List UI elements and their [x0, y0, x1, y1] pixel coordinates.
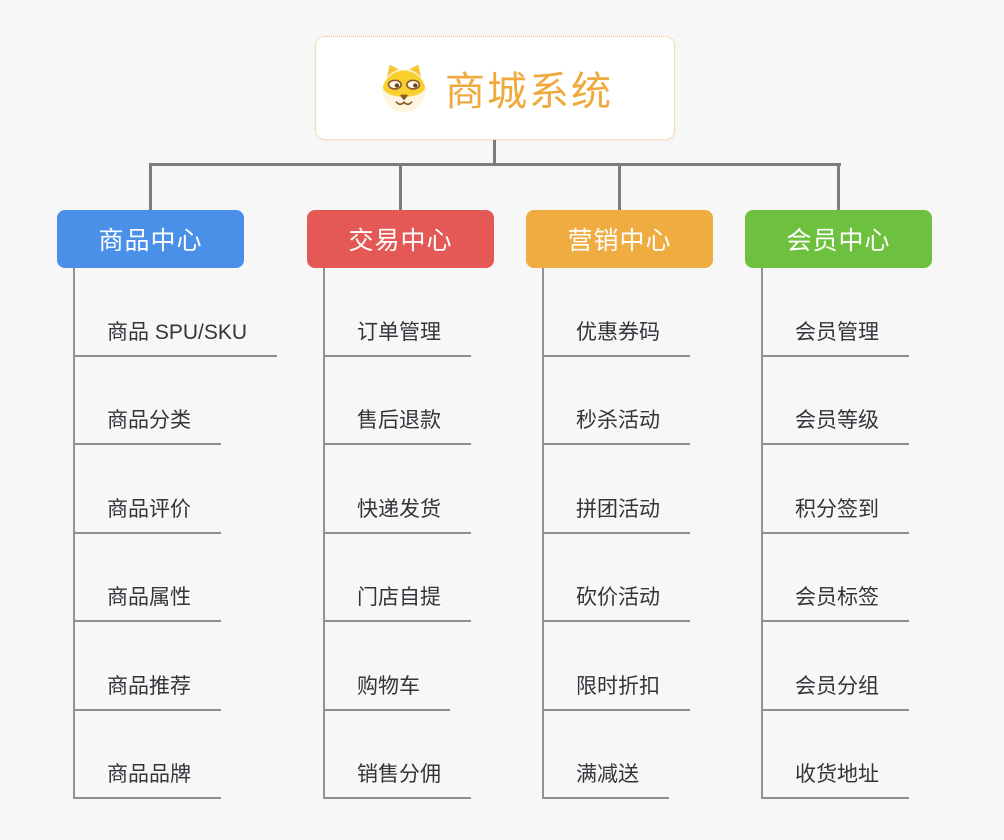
connector-branch-drop	[149, 163, 152, 211]
sub-topic-row: 快递发货	[323, 445, 494, 534]
sub-topic-node[interactable]: 售后退款	[323, 404, 471, 445]
branch-column: 营销中心优惠券码秒杀活动拼团活动砍价活动限时折扣满减送	[526, 210, 713, 799]
sub-topic-row: 满减送	[542, 711, 713, 799]
connector-branch-drop	[399, 163, 402, 211]
branch-node[interactable]: 营销中心	[526, 210, 713, 268]
connector-branch-drop	[618, 163, 621, 211]
sub-topic-row: 会员管理	[761, 268, 932, 357]
sub-topic-node[interactable]: 订单管理	[323, 316, 471, 357]
branch-children: 会员管理会员等级积分签到会员标签会员分组收货地址	[761, 268, 932, 799]
sub-topic-node[interactable]: 拼团活动	[542, 493, 690, 534]
sub-topic-node[interactable]: 砍价活动	[542, 581, 690, 622]
connector-horizontal-bar	[149, 163, 841, 166]
sub-topic-node[interactable]: 限时折扣	[542, 670, 690, 711]
sub-topic-node[interactable]: 会员等级	[761, 404, 909, 445]
connector-root-stem	[493, 140, 496, 166]
sub-topic-node[interactable]: 商品品牌	[73, 758, 221, 799]
connector-branch-drop	[837, 163, 840, 211]
root-label: 商城系统	[445, 70, 613, 114]
branch-column: 交易中心订单管理售后退款快递发货门店自提购物车销售分佣	[307, 210, 494, 799]
sub-topic-node[interactable]: 商品评价	[73, 493, 221, 534]
sub-topic-node[interactable]: 销售分佣	[323, 758, 471, 799]
sub-topic-row: 拼团活动	[542, 445, 713, 534]
sub-topic-row: 积分签到	[761, 445, 932, 534]
sub-topic-row: 会员分组	[761, 622, 932, 711]
branch-trunk-line	[323, 268, 325, 799]
sub-topic-node[interactable]: 优惠券码	[542, 316, 690, 357]
sub-topic-row: 商品分类	[73, 357, 244, 445]
sub-topic-row: 限时折扣	[542, 622, 713, 711]
sub-topic-row: 会员标签	[761, 534, 932, 622]
branch-trunk-line	[73, 268, 75, 799]
sub-topic-node[interactable]: 积分签到	[761, 493, 909, 534]
sub-topic-row: 订单管理	[323, 268, 494, 357]
sub-topic-row: 售后退款	[323, 357, 494, 445]
sub-topic-row: 商品 SPU/SKU	[73, 268, 278, 357]
branch-trunk-line	[761, 268, 763, 799]
sub-topic-node[interactable]: 商品推荐	[73, 670, 221, 711]
sub-topic-row: 商品评价	[73, 445, 244, 534]
sub-topic-row: 商品品牌	[73, 711, 244, 799]
sub-topic-node[interactable]: 会员标签	[761, 581, 909, 622]
sub-topic-row: 收货地址	[761, 711, 932, 799]
branch-trunk-line	[542, 268, 544, 799]
sub-topic-row: 砍价活动	[542, 534, 713, 622]
sub-topic-node[interactable]: 快递发货	[323, 493, 471, 534]
sub-topic-node[interactable]: 会员管理	[761, 316, 909, 357]
sub-topic-node[interactable]: 商品属性	[73, 581, 221, 622]
sub-topic-row: 优惠券码	[542, 268, 713, 357]
sub-topic-node[interactable]: 收货地址	[761, 758, 909, 799]
branch-node[interactable]: 交易中心	[307, 210, 494, 268]
sub-topic-node[interactable]: 商品 SPU/SKU	[73, 316, 278, 357]
sub-topic-row: 购物车	[323, 622, 494, 711]
branch-children: 商品 SPU/SKU 商品分类商品评价商品属性商品推荐商品品牌	[73, 268, 278, 799]
sub-topic-row: 销售分佣	[323, 711, 494, 799]
sub-topic-row: 秒杀活动	[542, 357, 713, 445]
sub-topic-row: 会员等级	[761, 357, 932, 445]
sub-topic-row: 门店自提	[323, 534, 494, 622]
sub-topic-node[interactable]: 门店自提	[323, 581, 471, 622]
branch-node[interactable]: 会员中心	[745, 210, 932, 268]
sub-topic-node[interactable]: 秒杀活动	[542, 404, 690, 445]
branch-node[interactable]: 商品中心	[57, 210, 244, 268]
dog-face-icon	[382, 64, 426, 113]
branch-column: 会员中心会员管理会员等级积分签到会员标签会员分组收货地址	[745, 210, 932, 799]
root-node[interactable]: 商城系统	[315, 36, 675, 140]
sub-topic-node[interactable]: 购物车	[323, 670, 450, 711]
sub-topic-node[interactable]: 会员分组	[761, 670, 909, 711]
branch-children: 优惠券码秒杀活动拼团活动砍价活动限时折扣满减送	[542, 268, 713, 799]
sub-topic-node[interactable]: 商品分类	[73, 404, 221, 445]
sub-topic-row: 商品推荐	[73, 622, 244, 711]
branch-column: 商品中心商品 SPU/SKU 商品分类商品评价商品属性商品推荐商品品牌	[57, 210, 278, 799]
sub-topic-node[interactable]: 满减送	[542, 758, 669, 799]
branch-children: 订单管理售后退款快递发货门店自提购物车销售分佣	[323, 268, 494, 799]
sub-topic-row: 商品属性	[73, 534, 244, 622]
